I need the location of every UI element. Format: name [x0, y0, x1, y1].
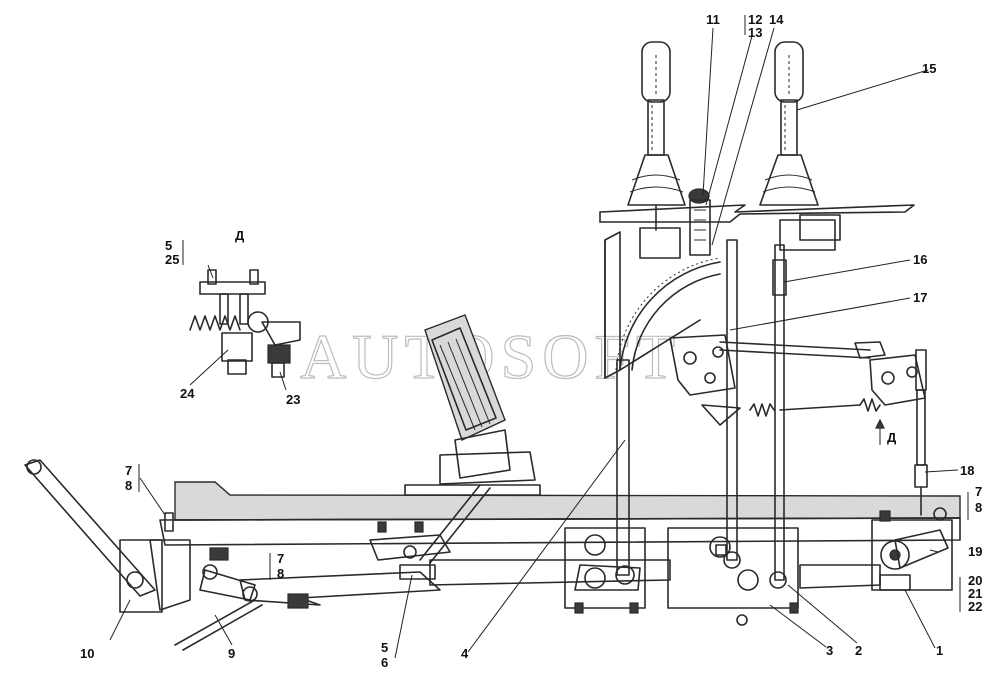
linkage-rod [719, 341, 886, 359]
callout-9: 9 [228, 646, 235, 661]
right-bottom-mechanism [879, 507, 949, 591]
callout-25: 25 [165, 252, 179, 267]
right-rod [914, 349, 928, 516]
callout-8a: 8 [125, 478, 132, 493]
vertical-rods [715, 239, 787, 589]
lower-rod [239, 571, 441, 609]
view-label: Д [235, 228, 245, 243]
return-spring [701, 398, 881, 426]
callout-10: 10 [80, 646, 94, 661]
callout-7c: 7 [975, 484, 982, 499]
leader-lines [109, 15, 969, 659]
callout-12: 12 [748, 12, 762, 27]
arrow-label: Д [887, 430, 897, 445]
callout-6a: 6 [381, 655, 388, 670]
view-arrow [875, 418, 885, 429]
callout-2: 2 [855, 643, 862, 658]
callout-5b: 5 [165, 238, 172, 253]
center-knob [688, 188, 711, 256]
callout-8b: 8 [277, 566, 284, 581]
callout-4: 4 [461, 646, 469, 661]
callout-5a: 5 [381, 640, 388, 655]
callout-13: 13 [748, 25, 762, 40]
callout-1: 1 [936, 643, 943, 658]
callout-23: 23 [286, 392, 300, 407]
callout-7b: 7 [277, 551, 284, 566]
callout-21: 21 [968, 586, 982, 601]
callout-3: 3 [826, 643, 833, 658]
callout-15: 15 [922, 61, 936, 76]
callouts: 11 12 13 14 15 16 17 18 7 8 19 20 21 22 … [80, 12, 982, 670]
callout-20: 20 [968, 573, 982, 588]
center-knuckles [574, 534, 799, 626]
callout-16: 16 [913, 252, 927, 267]
callout-8c: 8 [975, 500, 982, 515]
callout-14: 14 [769, 12, 784, 27]
callout-19: 19 [968, 544, 982, 559]
callout-24: 24 [180, 386, 195, 401]
accelerator-pedal [369, 314, 536, 580]
frame-bolts [377, 510, 891, 533]
frame-beam [159, 481, 961, 546]
left-control-column [574, 231, 641, 591]
toothed-sector [615, 257, 721, 371]
callout-22: 22 [968, 599, 982, 614]
bellcrank-right [869, 354, 926, 406]
callout-17: 17 [913, 290, 927, 305]
callout-11: 11 [706, 12, 720, 27]
callout-7a: 7 [125, 463, 132, 478]
floor-plate [599, 204, 915, 223]
right-gear-lever [759, 41, 841, 251]
bellcrank-left [669, 334, 736, 396]
left-lever-assembly [24, 459, 263, 651]
callout-18: 18 [960, 463, 974, 478]
left-gear-lever [627, 41, 686, 259]
detail-view [189, 269, 301, 378]
lower-brackets [429, 519, 953, 609]
